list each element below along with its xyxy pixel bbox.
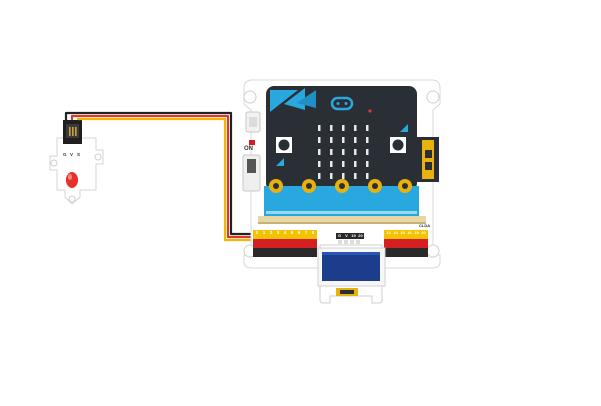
button-a[interactable] bbox=[276, 137, 292, 153]
pin-header-left bbox=[253, 230, 317, 257]
pin-label-2: 2 bbox=[269, 230, 273, 235]
pin-label-14: 14 bbox=[393, 230, 398, 235]
microbit bbox=[264, 86, 419, 216]
power-led bbox=[249, 140, 255, 145]
wire-black bbox=[64, 111, 258, 236]
wire-yellow bbox=[76, 117, 258, 242]
led-pin-v: V bbox=[70, 152, 74, 157]
red-led bbox=[66, 172, 78, 188]
pin-label-13: 13 bbox=[386, 230, 391, 235]
i2c-label: CLDA bbox=[419, 223, 431, 228]
edge-socket bbox=[258, 216, 426, 222]
mount-hole-tl bbox=[243, 90, 257, 104]
led-pin-s: S bbox=[77, 152, 81, 157]
microbit-logo bbox=[330, 96, 354, 111]
pin-label-5: 5 bbox=[290, 230, 294, 235]
pin-label-7: 7 bbox=[304, 230, 308, 235]
pin-label-4: 4 bbox=[283, 230, 287, 235]
oled-module bbox=[317, 244, 386, 304]
i2c-pin-g: G bbox=[337, 233, 342, 238]
pin-label-16: 16 bbox=[407, 230, 412, 235]
i2c-header bbox=[336, 233, 364, 244]
pin-label-6: 6 bbox=[297, 230, 301, 235]
pin-label-15: 15 bbox=[400, 230, 405, 235]
pin-label-3: 3 bbox=[276, 230, 280, 235]
i2c-pin-19: 19 bbox=[351, 233, 356, 238]
led-matrix bbox=[318, 125, 369, 179]
pin-label-0: 0 bbox=[255, 230, 259, 235]
i2c-pin-20: 20 bbox=[358, 233, 363, 238]
pin-label-20: 20 bbox=[421, 230, 426, 235]
pin-header-right bbox=[384, 230, 428, 257]
signal-wires bbox=[64, 111, 258, 242]
edge-pads bbox=[269, 179, 412, 193]
pin-label-19: 19 bbox=[414, 230, 419, 235]
power-switch-label: ON bbox=[244, 146, 253, 152]
led-module bbox=[49, 120, 104, 205]
mount-hole-tr bbox=[426, 90, 440, 104]
led-pin-g: G bbox=[63, 152, 67, 157]
mount-hole-br bbox=[426, 244, 440, 258]
pin-label-1: 1 bbox=[262, 230, 266, 235]
oled-screen bbox=[322, 252, 380, 281]
button-b[interactable] bbox=[390, 137, 406, 153]
pin-label-8: 8 bbox=[311, 230, 315, 235]
i2c-pin-v: V bbox=[345, 233, 348, 238]
wire-red bbox=[70, 114, 258, 239]
